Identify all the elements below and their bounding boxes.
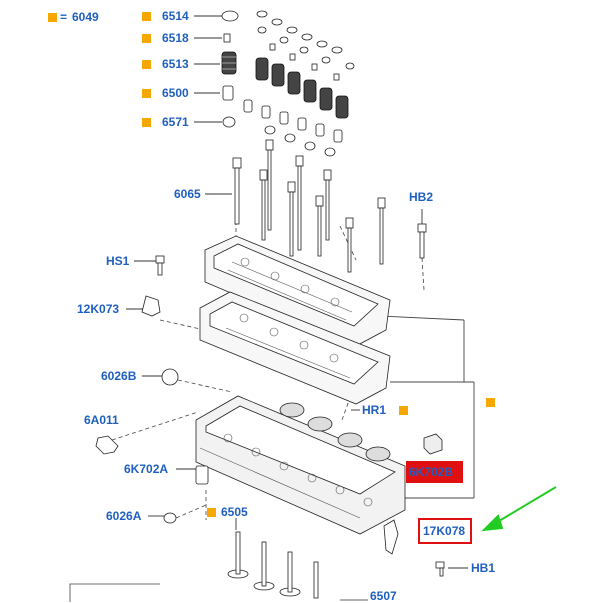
valve-caps (221, 10, 355, 81)
plug-6026b (161, 368, 179, 386)
legend-symbol: = (60, 10, 68, 24)
bolt-hb2 (417, 223, 427, 259)
marker-hr1-icon (399, 406, 408, 415)
label-6065[interactable]: 6065 (174, 187, 201, 201)
label-6k702b[interactable]: 6K702B (409, 465, 454, 479)
label-6026a[interactable]: 6026A (106, 509, 142, 523)
highlight-17k078 (418, 518, 472, 544)
label-6518[interactable]: 6518 (162, 31, 189, 45)
label-6k702a[interactable]: 6K702A (124, 462, 169, 476)
group-bracket (379, 315, 475, 499)
marker-6518-icon (142, 34, 151, 43)
marker-6514-icon (142, 12, 151, 21)
label-hb2[interactable]: HB2 (409, 190, 434, 204)
valves (227, 531, 319, 599)
marker-6500-icon (142, 89, 151, 98)
marker-group-icon (486, 398, 495, 407)
highlight-6k702b (406, 461, 463, 483)
label-6513[interactable]: 6513 (162, 57, 189, 71)
label-6571[interactable]: 6571 (162, 115, 189, 129)
label-17k078[interactable]: 17K078 (423, 524, 466, 538)
label-12k073[interactable]: 12K073 (77, 302, 120, 316)
cylinder-head (195, 395, 406, 535)
label-6507[interactable]: 6507 (370, 589, 397, 603)
marker-6571-icon (142, 118, 151, 127)
label-6514[interactable]: 6514 (162, 9, 189, 23)
label-6026b[interactable]: 6026B (101, 369, 137, 383)
camshaft-bores (279, 402, 391, 462)
label-6505[interactable]: 6505 (221, 505, 248, 519)
green-arrow (481, 486, 557, 532)
label-6a011[interactable]: 6A011 (84, 413, 119, 427)
label-6500[interactable]: 6500 (162, 86, 189, 100)
marker-6513-icon (142, 60, 151, 69)
head-bolts (232, 139, 386, 273)
leader-lines (126, 15, 468, 569)
label-hr1[interactable]: HR1 (362, 403, 387, 417)
legend-marker-icon (48, 13, 57, 22)
valve-seals (222, 85, 343, 157)
legend-code: 6049 (72, 10, 99, 24)
label-hb1[interactable]: HB1 (471, 561, 496, 575)
marker-6505-icon (207, 508, 216, 517)
label-hs1[interactable]: HS1 (106, 254, 130, 268)
